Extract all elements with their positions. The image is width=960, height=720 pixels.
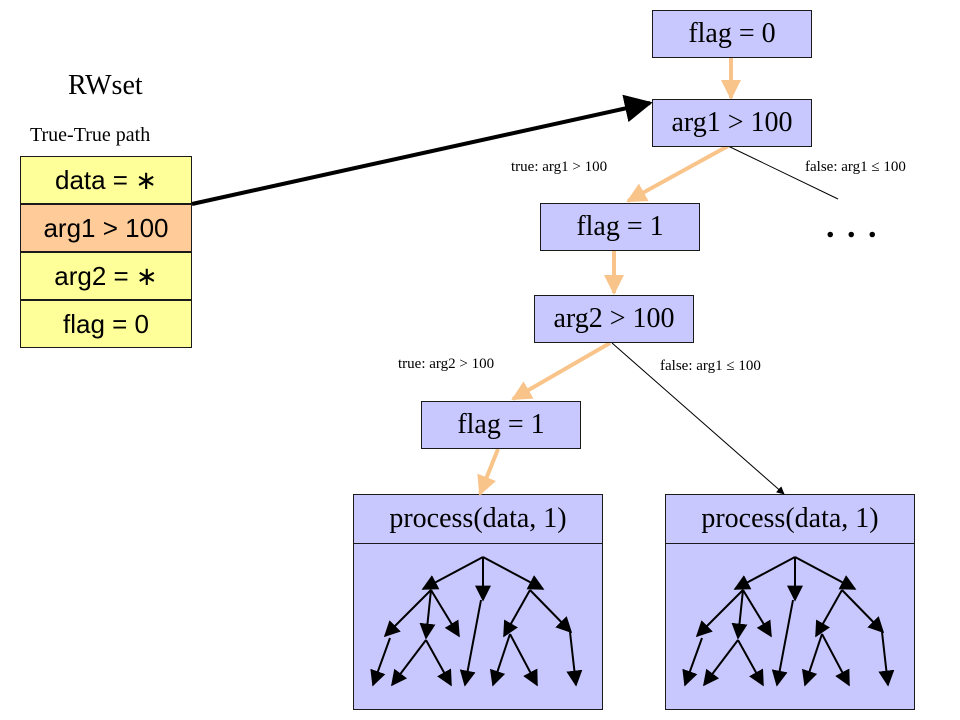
edge-arg1-false [727,145,839,200]
node-flag-1-lower: flag = 1 [421,401,581,449]
rwset-row-flag: flag = 0 [20,300,192,348]
label-arg1-false: false: arg1 ≤ 100 [805,159,906,175]
edge-arg2-true [511,341,611,401]
subtree-right [682,556,895,687]
label-arg1-true: true: arg1 > 100 [511,159,608,175]
label-arg2-false: false: arg1 ≤ 100 [660,358,761,374]
ellipsis-more-branches: . . . [826,208,879,245]
node-arg1-condition: arg1 > 100 [652,99,812,147]
node-flag-0: flag = 0 [652,10,812,58]
edge-flag1b-to-process [477,448,500,496]
rwset-link-arrow [191,94,653,206]
subtree-left [370,556,583,687]
edge-arg1-true [626,144,729,203]
edge-arg2-false [611,342,785,495]
rwset-row-data: data = ∗ [20,156,192,204]
rwset-subtitle: True-True path [30,124,151,146]
rwset-row-arg1: arg1 > 100 [20,204,192,252]
node-flag-1-upper: flag = 1 [540,203,700,251]
rwset-row-arg2: arg2 = ∗ [20,252,192,300]
rwset-title: RWset [68,70,143,101]
node-arg2-condition: arg2 > 100 [534,295,694,343]
label-arg2-true: true: arg2 > 100 [398,356,495,372]
